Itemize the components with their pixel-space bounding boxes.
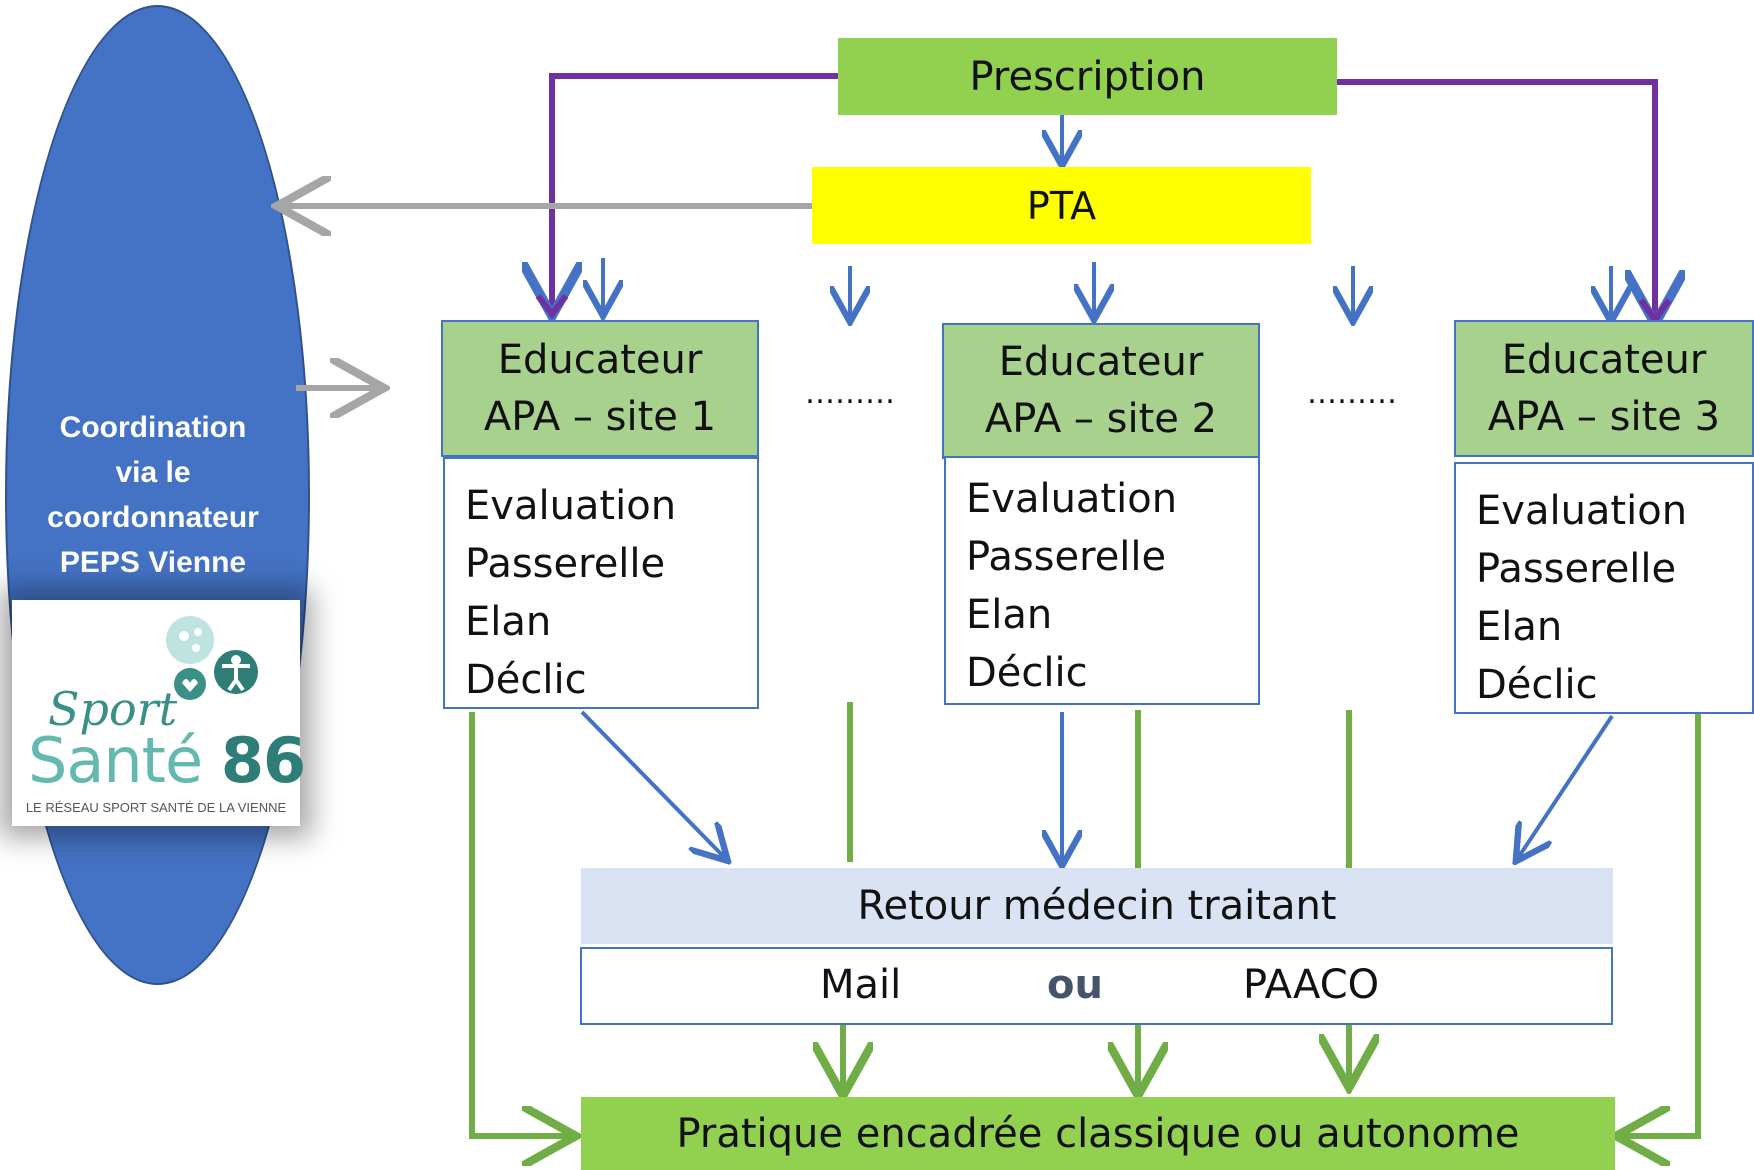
educator-site1-header: Educateur APA – site 1 [441,320,759,457]
green-arrow-site1-pratique [469,712,570,1136]
pratique-label: Pratique encadrée classique ou autonome [676,1110,1520,1157]
activity-item: Elan [1476,604,1563,650]
channel-or: ou [1047,962,1103,1008]
activity-item: Elan [465,599,552,645]
educator-site3-activities: Evaluation Passerelle Elan Déclic [1454,462,1754,714]
green-arrow-site3-pratique [1622,714,1701,1136]
activity-item: Evaluation [966,476,1178,522]
prescription-label: Prescription [969,53,1206,100]
pta-box: PTA [812,167,1311,244]
prescription-box: Prescription [838,38,1337,115]
logo-word-sport: Sport [48,682,178,736]
channels-box: Mail ou PAACO [580,947,1613,1025]
coordination-label: Coordination via le coordonnateur PEPS V… [47,411,259,579]
activity-item: Déclic [465,657,587,703]
logo-number: 86 [220,724,306,797]
pta-label: PTA [1026,183,1097,228]
blue-arrow-site1-retour [580,710,725,858]
channel-paaco: PAACO [1243,962,1380,1008]
channel-mail: Mail [820,962,902,1008]
activity-item: Elan [966,592,1053,638]
sport-sante-86-logo: Sport Santé 86 LE RÉSEAU SPORT SANTÉ DE … [12,600,306,826]
activity-item: Passerelle [465,541,666,587]
pratique-box: Pratique encadrée classique ou autonome [581,1097,1615,1170]
logo-sante-text: Santé [28,724,203,797]
blue-arrow-site3-retour [1518,714,1614,858]
educator-site3-header: Educateur APA – site 3 [1454,320,1754,457]
activity-item: Evaluation [1476,488,1688,534]
purple-arrow-site1 [552,73,838,310]
activity-item: Passerelle [966,534,1167,580]
educator-site2-header: Educateur APA – site 2 [942,323,1260,459]
logo-word-sante: Santé 86 [28,724,306,797]
purple-arrow-site3 [1337,79,1655,318]
ellipsis-between-site2-site3: ……… [1307,376,1397,411]
educator-site2-activities: Evaluation Passerelle Elan Déclic [944,456,1260,705]
logo-tagline: LE RÉSEAU SPORT SANTÉ DE LA VIENNE [25,800,287,815]
activity-item: Déclic [1476,662,1598,708]
activity-item: Déclic [966,650,1088,696]
retour-medecin-box: Retour médecin traitant [581,868,1613,944]
activity-item: Passerelle [1476,546,1677,592]
activity-item: Evaluation [465,483,677,529]
ellipsis-between-site1-site2: ……… [805,376,895,411]
logo-network-icon [166,616,214,664]
logo-icons [166,616,258,700]
educator-site1-activities: Evaluation Passerelle Elan Déclic [443,457,759,709]
retour-medecin-label: Retour médecin traitant [857,883,1337,929]
